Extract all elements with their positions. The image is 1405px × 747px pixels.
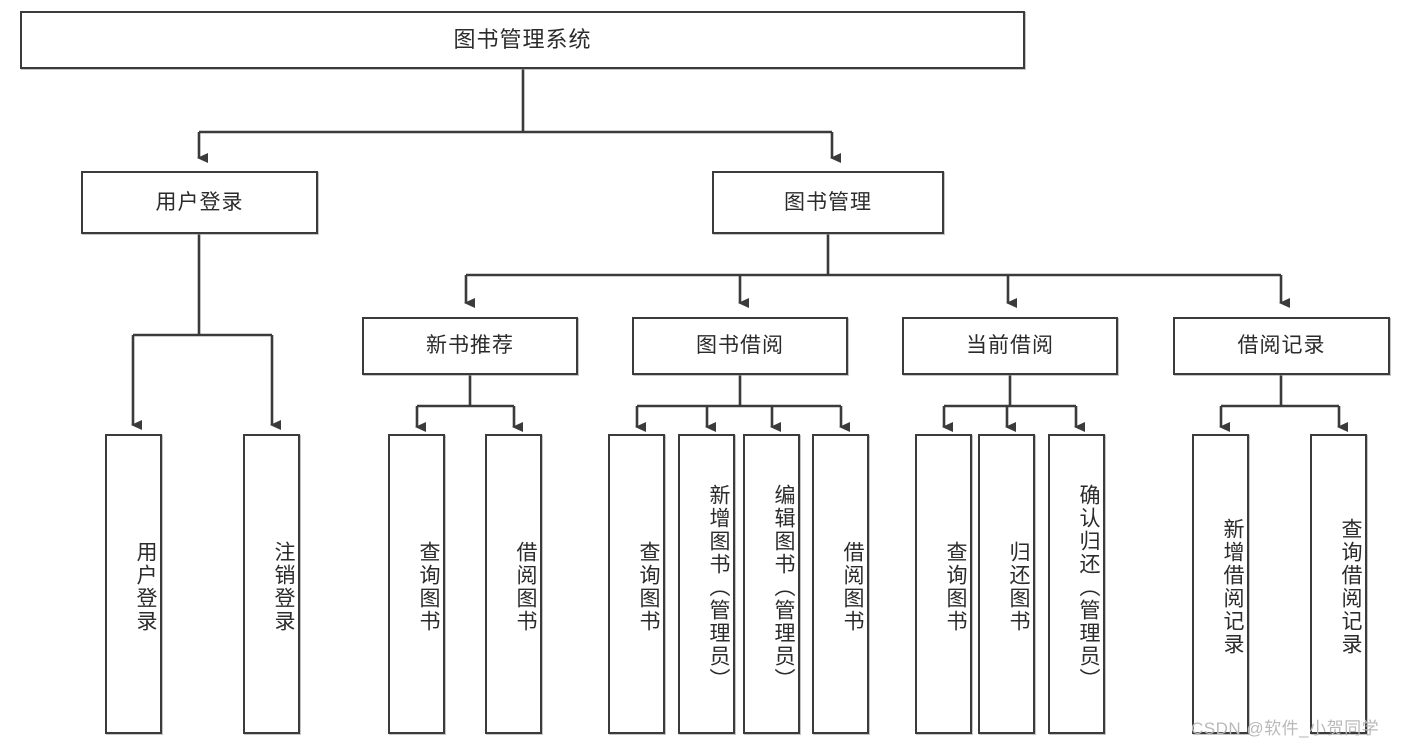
node-borrow-record[interactable]: 借阅记录 — [1173, 317, 1390, 375]
leaf-user-login-logout[interactable]: 注销登录 — [243, 434, 300, 734]
node-label: 确认归还（管理员） — [1077, 483, 1100, 691]
leaf-record-query-borrow-record[interactable]: 查询借阅记录 — [1310, 434, 1367, 734]
node-label: 图书管理 — [784, 190, 872, 214]
node-label: 查询图书 — [417, 541, 440, 633]
node-label: 借阅图书 — [514, 541, 537, 633]
node-label: 编辑图书（管理员） — [772, 483, 795, 691]
node-current-borrow[interactable]: 当前借阅 — [902, 317, 1118, 375]
node-label: 借阅图书 — [841, 541, 864, 633]
leaf-user-login-login[interactable]: 用户登录 — [105, 434, 162, 734]
node-label: 用户登录 — [134, 541, 157, 633]
leaf-borrow-borrow-book[interactable]: 借阅图书 — [812, 434, 869, 734]
node-new-book-recommend[interactable]: 新书推荐 — [362, 317, 578, 375]
node-label: 查询图书 — [944, 541, 967, 633]
leaf-current-query-book[interactable]: 查询图书 — [915, 434, 972, 734]
node-root-book-management-system[interactable]: 图书管理系统 — [20, 11, 1025, 69]
node-label: 新增借阅记录 — [1221, 518, 1244, 656]
node-label: 新书推荐 — [426, 334, 514, 358]
node-label: 归还图书 — [1007, 541, 1030, 633]
leaf-recommend-borrow-book[interactable]: 借阅图书 — [485, 434, 542, 734]
node-label: 借阅记录 — [1237, 334, 1326, 358]
node-label: 查询图书 — [637, 541, 660, 633]
node-label: 图书管理系统 — [453, 26, 592, 52]
leaf-record-add-borrow-record[interactable]: 新增借阅记录 — [1192, 434, 1249, 734]
node-book-borrow[interactable]: 图书借阅 — [632, 317, 848, 375]
leaf-borrow-add-book-admin[interactable]: 新增图书（管理员） — [678, 434, 735, 734]
node-label: 新增图书（管理员） — [707, 483, 730, 691]
node-book-management[interactable]: 图书管理 — [712, 171, 944, 234]
node-label: 查询借阅记录 — [1339, 518, 1362, 656]
watermark: CSDN @软件_小贺同学 — [1191, 719, 1380, 738]
leaf-recommend-query-book[interactable]: 查询图书 — [388, 434, 445, 734]
node-label: 用户登录 — [155, 190, 244, 214]
leaf-current-return-book[interactable]: 归还图书 — [978, 434, 1035, 734]
node-label: 当前借阅 — [966, 334, 1054, 358]
leaf-current-confirm-return-admin[interactable]: 确认归还（管理员） — [1048, 434, 1105, 734]
leaf-borrow-query-book[interactable]: 查询图书 — [608, 434, 665, 734]
node-label: 图书借阅 — [696, 334, 784, 358]
leaf-borrow-edit-book-admin[interactable]: 编辑图书（管理员） — [743, 434, 800, 734]
node-label: 注销登录 — [272, 541, 295, 633]
node-user-login[interactable]: 用户登录 — [81, 171, 318, 234]
